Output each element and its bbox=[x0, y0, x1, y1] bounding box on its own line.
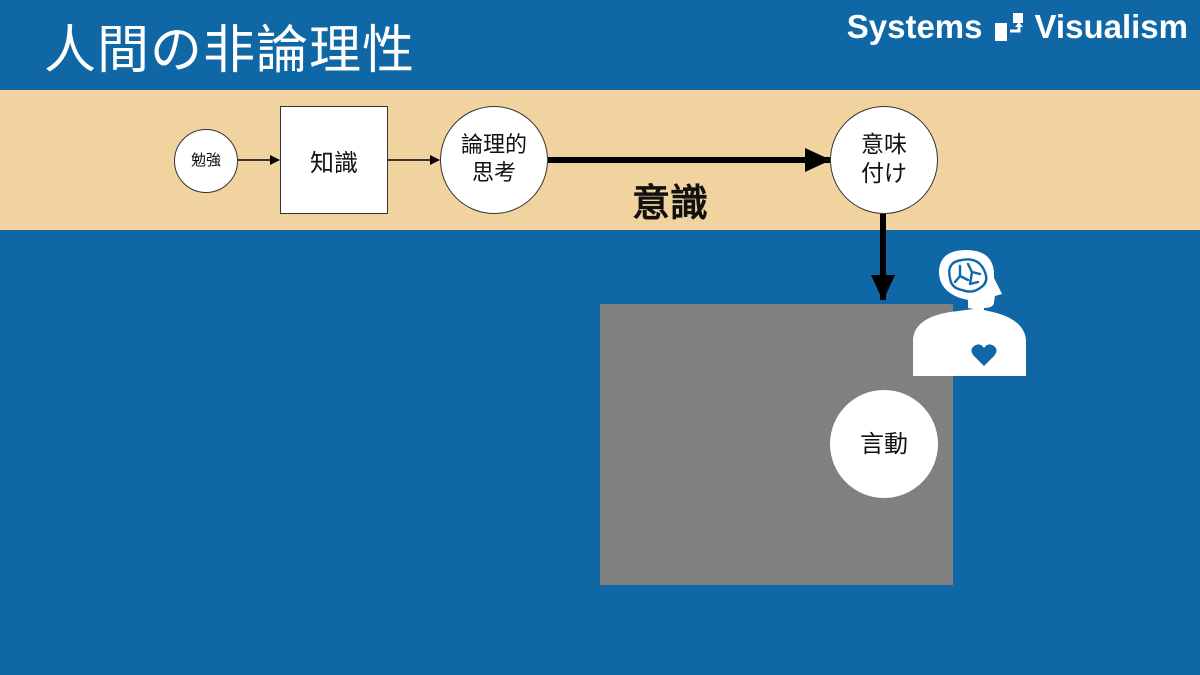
node-logical-thinking-line2: 思考 bbox=[471, 161, 516, 186]
flow-blocks-icon bbox=[994, 13, 1023, 41]
node-knowledge: 知識 bbox=[280, 106, 388, 214]
person-brain-heart-icon bbox=[913, 250, 1026, 376]
node-logical-thinking: 論理的 思考 bbox=[440, 106, 548, 214]
node-meaning: 意味 付け bbox=[830, 106, 938, 214]
brand-text-right: Visualism bbox=[1034, 8, 1188, 45]
node-knowledge-label: 知識 bbox=[310, 148, 358, 177]
brand-logo-lockup: Systems Visualism bbox=[847, 8, 1188, 46]
slide-title: 人間の非論理性 bbox=[44, 21, 416, 81]
band-label: 意識 bbox=[631, 181, 708, 225]
node-logical-thinking-line1: 論理的 bbox=[460, 132, 527, 158]
node-study-label: 勉強 bbox=[190, 151, 221, 170]
node-meaning-line1: 意味 bbox=[861, 131, 907, 158]
node-study: 勉強 bbox=[174, 129, 238, 193]
node-behavior: 言動 bbox=[830, 390, 938, 498]
brand-text-left: Systems bbox=[846, 8, 983, 45]
node-meaning-line2: 付け bbox=[861, 161, 907, 187]
node-behavior-label: 言動 bbox=[860, 429, 908, 458]
